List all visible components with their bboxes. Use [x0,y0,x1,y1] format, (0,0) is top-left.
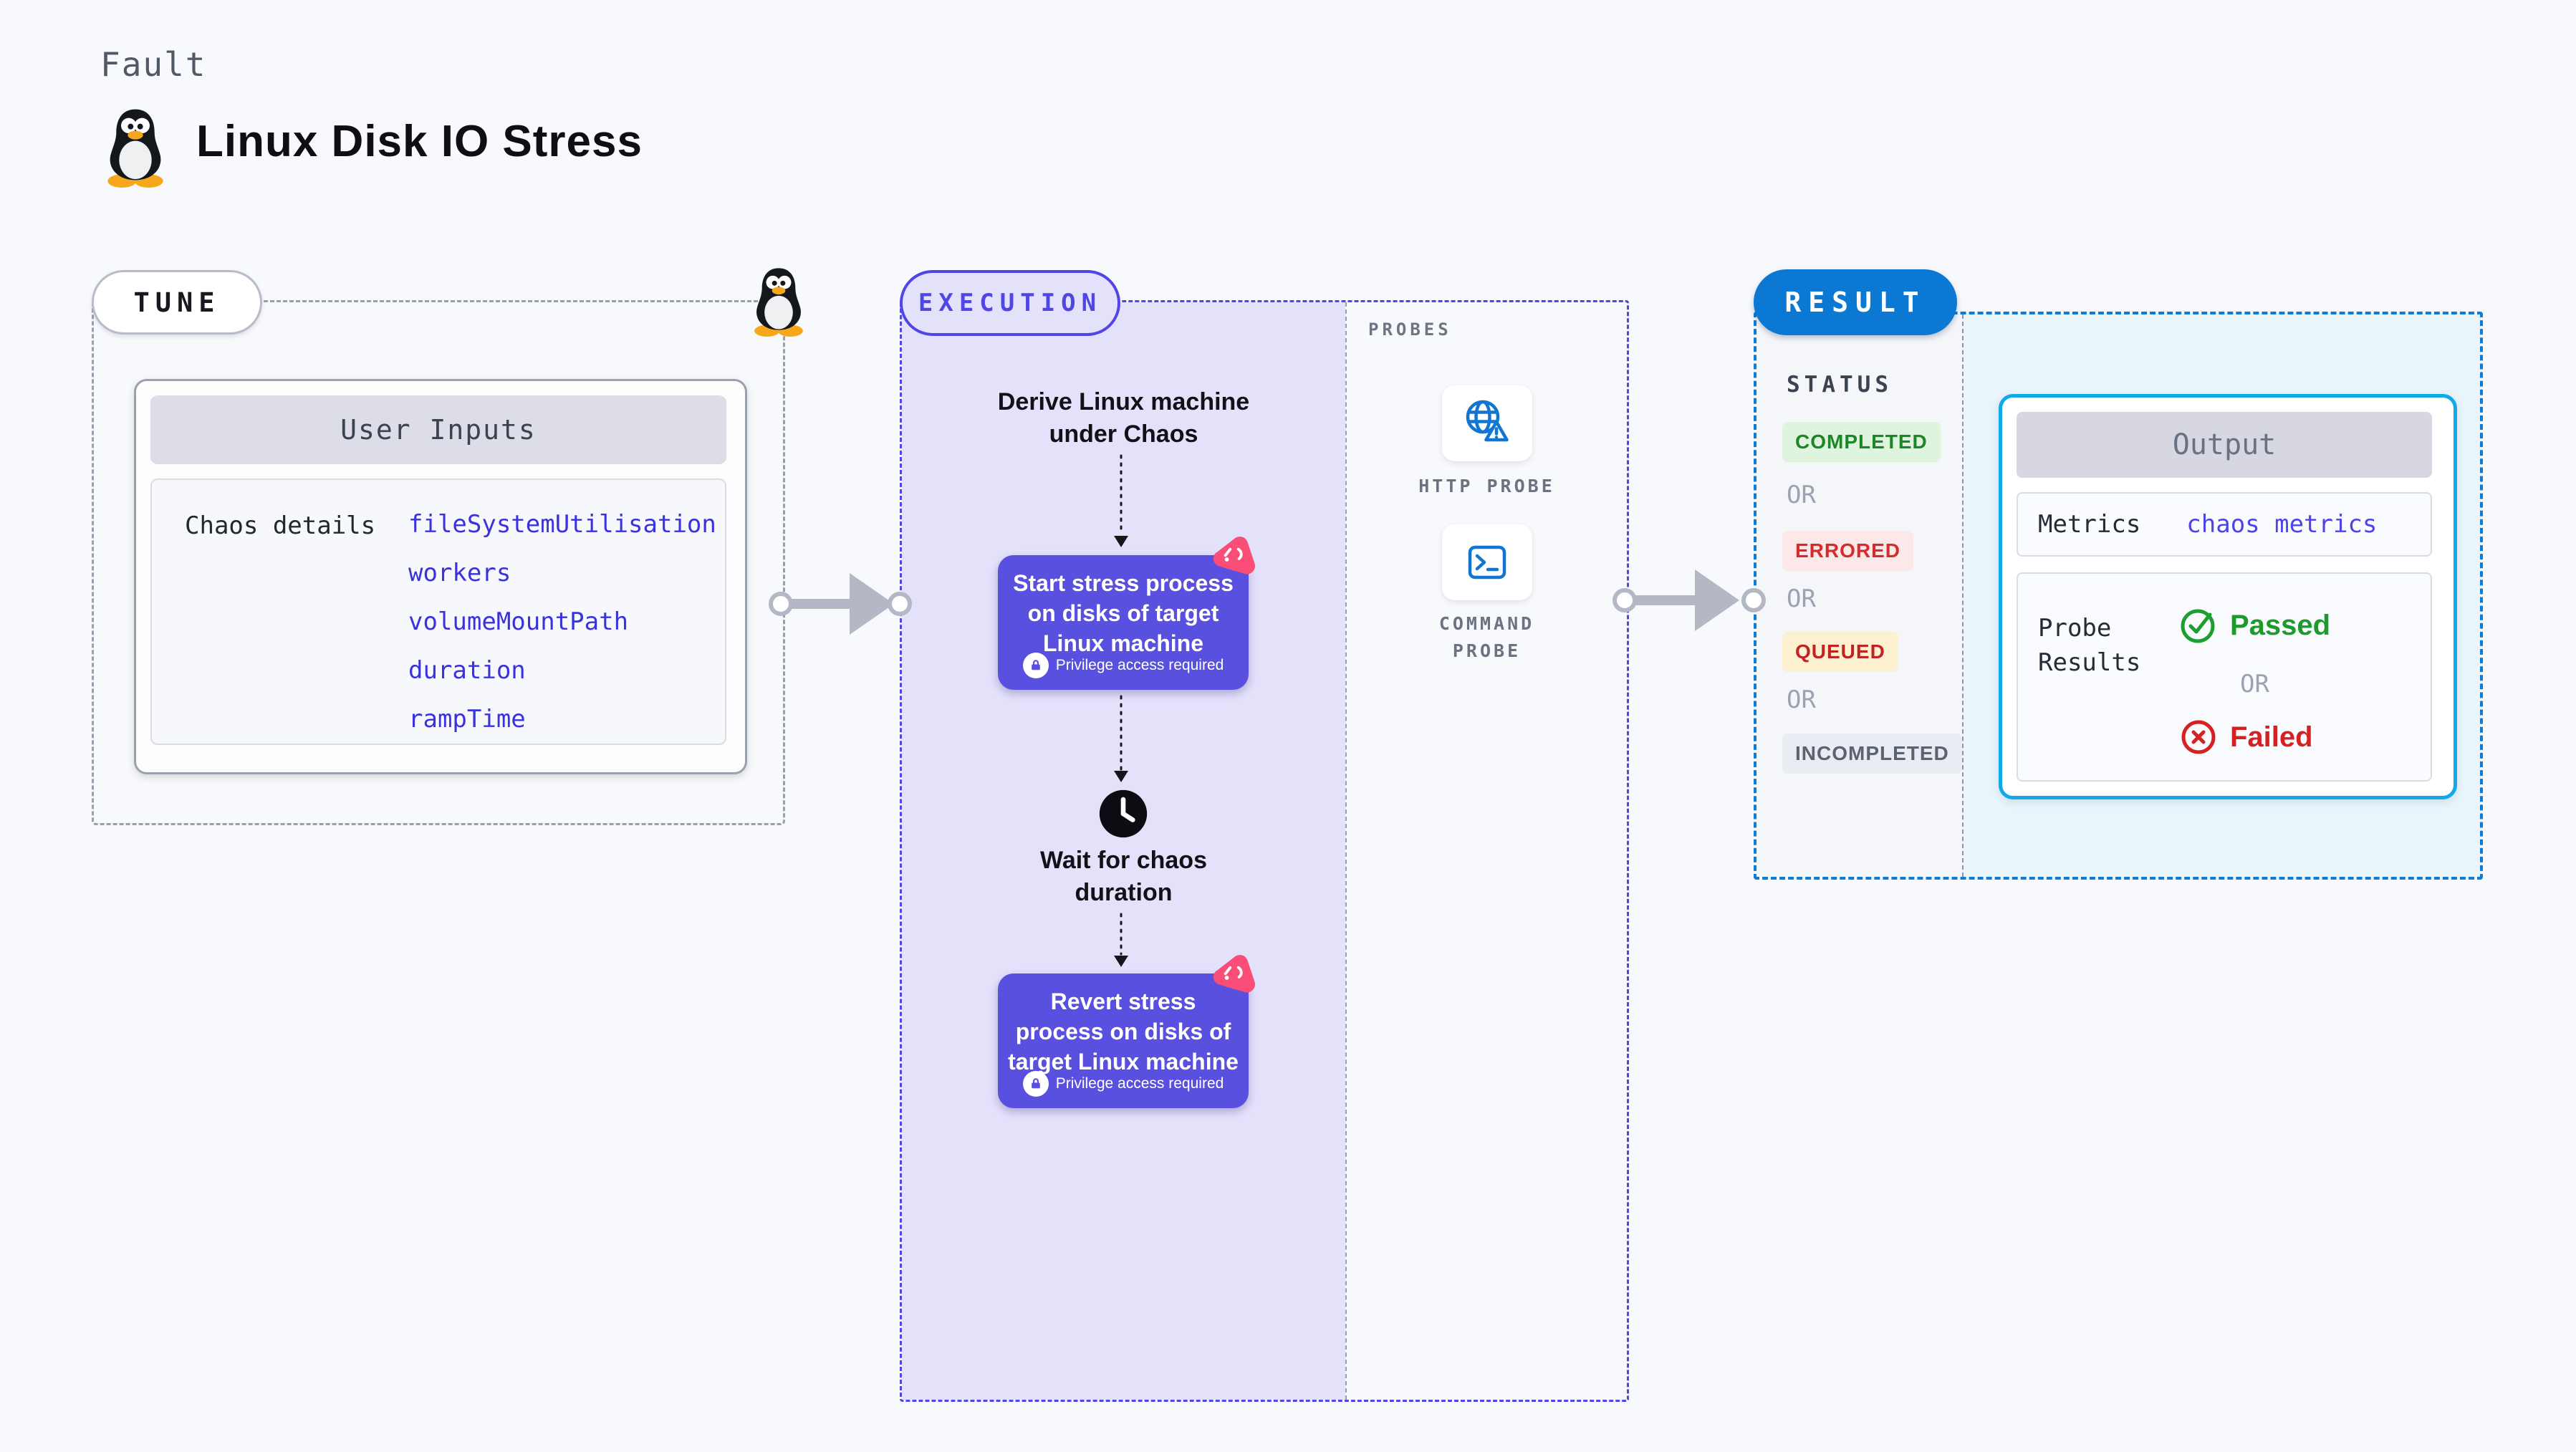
output-title: Output [2017,412,2432,478]
param-ramptime: rampTime [408,705,526,734]
status-badge-completed: COMPLETED [1782,422,1941,462]
result-badge: RESULT [1754,269,1957,335]
privilege-note: Privilege access required [1055,1075,1224,1092]
tune-to-execution-arrow [769,573,912,635]
failed-label: Failed [2230,721,2313,753]
status-column: STATUS COMPLETED OR ERRORED OR QUEUED OR… [1756,314,1962,877]
metrics-value: chaos metrics [2186,510,2378,539]
step-start-stress-node: Start stress process on disks of target … [998,535,1256,690]
command-probe-card [1441,524,1532,600]
chaos-logo-icon [1211,535,1256,576]
param-duration: duration [408,656,526,685]
clock-icon [1099,789,1148,838]
probes-title: PROBES [1368,319,1452,340]
status-title: STATUS [1787,372,1893,398]
tune-section: User Inputs Chaos details fileSystemUtil… [92,300,785,825]
param-workers: workers [408,559,511,587]
page-title: Linux Disk IO Stress [196,117,643,166]
user-inputs-title: User Inputs [150,395,726,464]
metrics-label: Metrics [2038,510,2141,539]
execution-to-result-arrow [1613,569,1766,631]
x-circle-icon [2181,720,2216,754]
metrics-row: Metrics chaos metrics [2017,492,2432,557]
tux-penguin-icon [754,268,803,337]
failed-result: Failed [2178,717,2313,757]
step-revert-stress-node: Revert stress process on disks of target… [998,953,1256,1108]
probe-results-label: Probe Results [2038,614,2141,677]
privilege-row: Privilege access required [998,1071,1249,1097]
status-badge-errored: ERRORED [1782,531,1914,571]
http-probe-label: HTTP PROBE [1418,476,1555,496]
command-probe-label: COMMAND PROBE [1438,613,1535,661]
passed-result: Passed [2178,605,2330,645]
fault-kicker: Fault [100,45,207,84]
status-badge-incompleted: INCOMPLETED [1782,734,1962,774]
or-separator: OR [1787,481,1816,509]
chaos-logo-icon [1211,953,1256,994]
step-derive-machine: Derive Linux machine under Chaos [997,388,1250,448]
start-stress-text: Start stress process on disks of target … [1013,570,1234,656]
user-inputs-card: User Inputs Chaos details fileSystemUtil… [134,379,747,774]
param-volumemountpath: volumeMountPath [408,607,629,636]
chaos-params-list: fileSystemUtilisation workers volumeMoun… [408,511,716,733]
chaos-details-label: Chaos details [185,511,376,540]
privilege-row: Privilege access required [998,653,1249,678]
or-separator: OR [2240,670,2269,698]
lock-icon [1022,1071,1049,1097]
privilege-note: Privilege access required [1055,657,1224,673]
globe-alert-icon [1466,400,1509,442]
terminal-icon [1468,545,1506,580]
status-badge-queued: QUEUED [1782,632,1898,672]
or-separator: OR [1787,686,1816,714]
revert-stress-text: Revert stress process on disks of target… [1008,989,1239,1074]
step-wait-duration: Wait for chaos duration [1040,847,1207,906]
probe-results-row: Probe Results Passed OR Failed [2017,572,2432,782]
tune-badge: TUNE [92,270,262,335]
execution-flow-area: Derive Linux machine under Chaos Start s… [902,302,1345,1400]
lock-icon [1022,653,1049,678]
execution-section: Derive Linux machine under Chaos Start s… [900,300,1629,1402]
execution-badge: EXECUTION [900,270,1120,336]
probes-area: PROBES HTTP PROBE [1345,302,1627,1400]
http-probe-card [1441,385,1532,461]
or-separator: OR [1787,585,1816,613]
tux-penguin-icon [107,109,163,188]
param-filesystemutilisation: fileSystemUtilisation [408,510,716,539]
user-inputs-body: Chaos details fileSystemUtilisation work… [150,479,726,745]
output-card: Output Metrics chaos metrics Probe Resul… [1999,394,2457,799]
check-circle-icon [2181,609,2215,643]
passed-label: Passed [2230,609,2331,641]
